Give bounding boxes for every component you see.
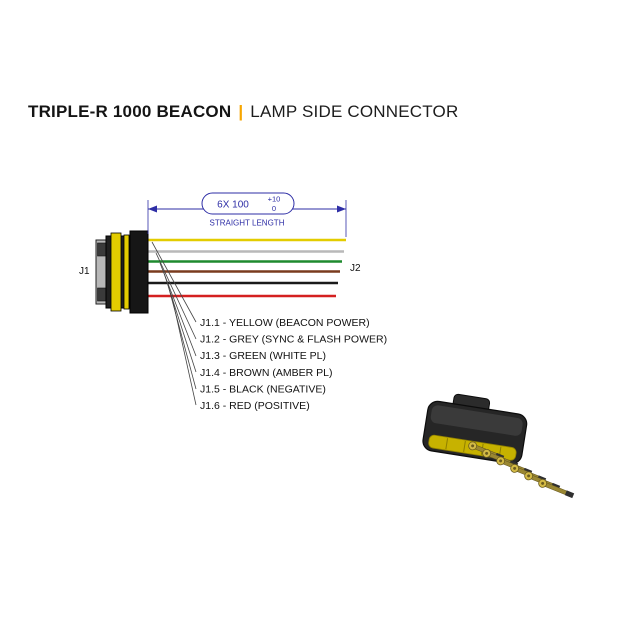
- dim-arrow-right: [337, 205, 346, 213]
- leader-j1-2: [155, 252, 197, 340]
- wire-labels: J1.1 - YELLOW (BEACON POWER) J1.2 - GREY…: [200, 317, 387, 412]
- wire-label-j1-2: J1.2 - GREY (SYNC & FLASH POWER): [200, 334, 387, 346]
- title-subtitle: LAMP SIDE CONNECTOR: [250, 102, 459, 121]
- wire-label-j1-4: J1.4 - BROWN (AMBER PL): [200, 367, 332, 379]
- connector-j1-drawing: [95, 230, 149, 314]
- title-product: TRIPLE-R 1000 BEACON: [28, 102, 232, 121]
- photo-body-face: [430, 405, 523, 436]
- dim-value: 6X 100: [217, 200, 249, 211]
- leader-j1-1: [151, 241, 197, 323]
- dimension-annotation: 6X 100 +10 0 STRAIGHT LENGTH: [147, 192, 347, 237]
- dim-tolerance-upper: +10: [268, 195, 281, 204]
- dim-arrow-left: [148, 205, 157, 213]
- wire-label-j1-1: J1.1 - YELLOW (BEACON POWER): [200, 317, 370, 329]
- wire-label-j1-6: J1.6 - RED (POSITIVE): [200, 400, 310, 412]
- leader-j1-5: [167, 284, 197, 390]
- wire-label-j1-3: J1.3 - GREEN (WHITE PL): [200, 350, 326, 362]
- connector-seal-band-2: [123, 234, 130, 310]
- connector-photo: [422, 393, 575, 499]
- connector-seal-band: [110, 232, 122, 312]
- label-j2: J2: [350, 263, 361, 274]
- leader-j1-6: [171, 296, 197, 406]
- dim-value-box: [201, 192, 295, 215]
- page-title: TRIPLE-R 1000 BEACON | LAMP SIDE CONNECTOR: [28, 102, 458, 122]
- title-separator: |: [238, 102, 244, 121]
- wire-label-j1-5: J1.5 - BLACK (NEGATIVE): [200, 383, 326, 395]
- dim-tolerance-lower: 0: [272, 204, 276, 213]
- leader-lines: [151, 241, 197, 406]
- label-j1: J1: [79, 266, 90, 277]
- photo-terminal-pins: [468, 441, 575, 499]
- dim-caption: STRAIGHT LENGTH: [210, 219, 285, 228]
